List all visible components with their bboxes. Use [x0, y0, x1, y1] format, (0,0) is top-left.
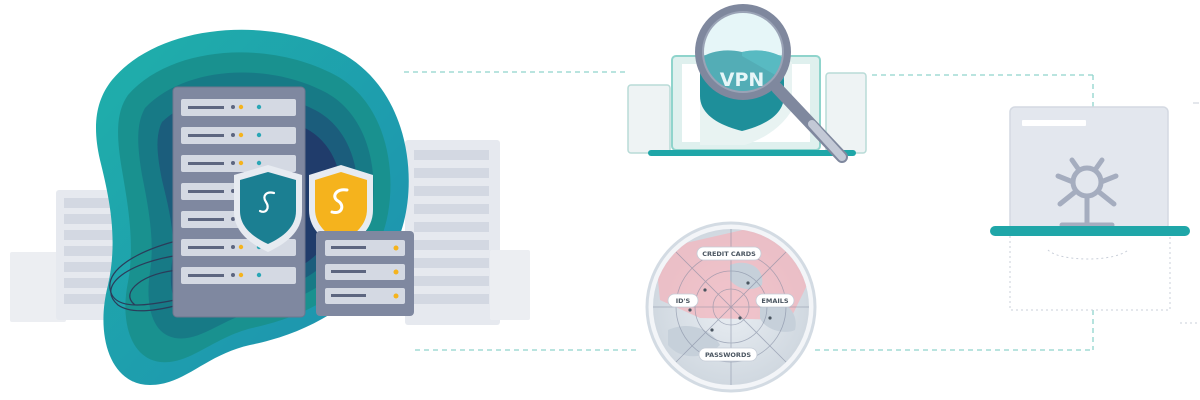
- globe-label-credit-cards: CREDIT CARDS: [696, 246, 762, 261]
- globe-label-passwords: PASSWORDS: [698, 347, 758, 362]
- bug-icon: [1055, 157, 1119, 228]
- globe-label-emails: EMAILS: [755, 293, 795, 308]
- bug-laptop-icon: [990, 102, 1199, 324]
- lightning-shield-icon: [309, 165, 373, 249]
- magnifier-icon: [695, 4, 848, 163]
- vpn-label: VPN: [720, 69, 765, 91]
- globe-label-ids: ID'S: [667, 293, 699, 308]
- svg-text:ID'S: ID'S: [676, 297, 691, 305]
- small-server-icon: [316, 231, 414, 316]
- connector-lines: [404, 71, 1094, 351]
- globe-icon: CREDIT CARDS ID'S EMAILS PASSWORDS: [645, 221, 817, 393]
- svg-text:PASSWORDS: PASSWORDS: [705, 351, 751, 359]
- cables: [109, 239, 181, 312]
- svg-text:CREDIT CARDS: CREDIT CARDS: [702, 250, 756, 258]
- shield-icon: [234, 165, 302, 252]
- svg-text:EMAILS: EMAILS: [761, 297, 788, 305]
- vpn-shield-icon: VPN: [700, 50, 784, 131]
- background-servers: [10, 140, 530, 325]
